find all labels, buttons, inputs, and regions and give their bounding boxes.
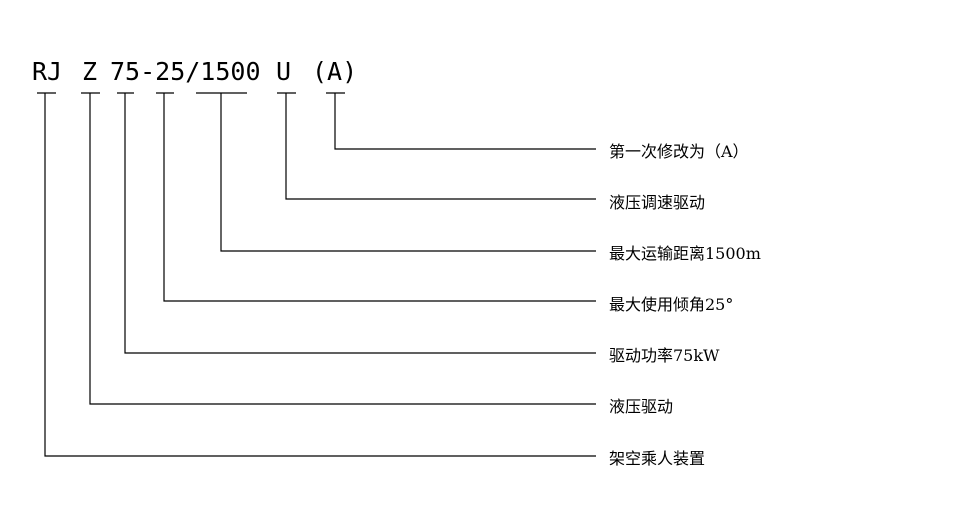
leader-rj <box>44 93 596 457</box>
explanation-labels: 第一次修改为（A） 液压调速驱动 最大运输距离1500m 最大使用倾角25° 驱… <box>609 142 761 468</box>
leader-distance <box>220 93 596 252</box>
label-hydraulic-speed-drive: 液压调速驱动 <box>609 193 705 212</box>
label-hydraulic-drive: 液压驱动 <box>609 397 673 416</box>
leader-u <box>285 93 596 200</box>
code-part-revision: (A) <box>312 57 357 86</box>
leader-angle <box>163 93 596 302</box>
label-drive-power: 驱动功率75kW <box>609 346 720 365</box>
leader-revision <box>334 93 596 150</box>
code-part-u: U <box>276 57 291 86</box>
leader-power <box>124 93 596 354</box>
leader-z <box>89 93 596 405</box>
code-part-z: Z <box>82 57 97 86</box>
leader-lines <box>44 93 596 457</box>
label-revision: 第一次修改为（A） <box>609 142 749 161</box>
code-part-spec: 75-25/1500 <box>110 57 261 86</box>
label-max-angle: 最大使用倾角25° <box>609 295 733 314</box>
code-part-rj: RJ <box>32 57 62 86</box>
label-device-type: 架空乘人装置 <box>609 449 705 468</box>
label-max-distance: 最大运输距离1500m <box>609 244 761 263</box>
